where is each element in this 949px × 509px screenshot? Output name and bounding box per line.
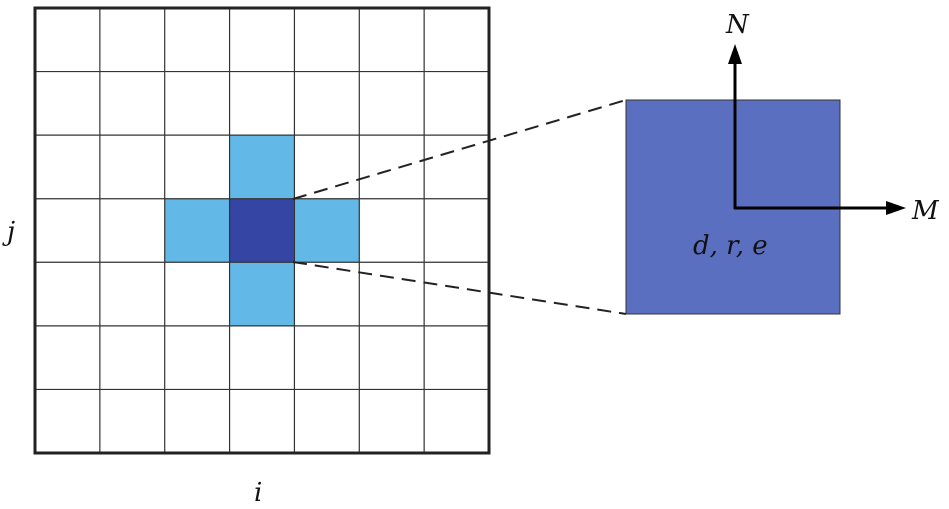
m-arrowhead-icon bbox=[886, 201, 906, 215]
neighbor-cell bbox=[229, 135, 295, 199]
m-axis-label: M bbox=[911, 196, 940, 226]
grid-lines bbox=[35, 8, 489, 453]
j-axis-label: j bbox=[2, 217, 15, 247]
n-axis-label: N bbox=[725, 10, 750, 40]
neighbor-cell bbox=[294, 198, 360, 263]
center-cell bbox=[229, 198, 295, 263]
grid-cells bbox=[164, 135, 360, 326]
i-axis-label: i bbox=[254, 478, 262, 508]
neighbor-cell bbox=[164, 198, 230, 263]
grid-border bbox=[33, 6, 491, 455]
n-arrowhead-icon bbox=[728, 44, 742, 64]
zoom-line-top bbox=[292, 99, 627, 200]
zoom-line-bottom bbox=[292, 261, 627, 315]
neighbor-cell bbox=[229, 262, 295, 326]
detail-cell-label: d, r, e bbox=[693, 231, 768, 261]
